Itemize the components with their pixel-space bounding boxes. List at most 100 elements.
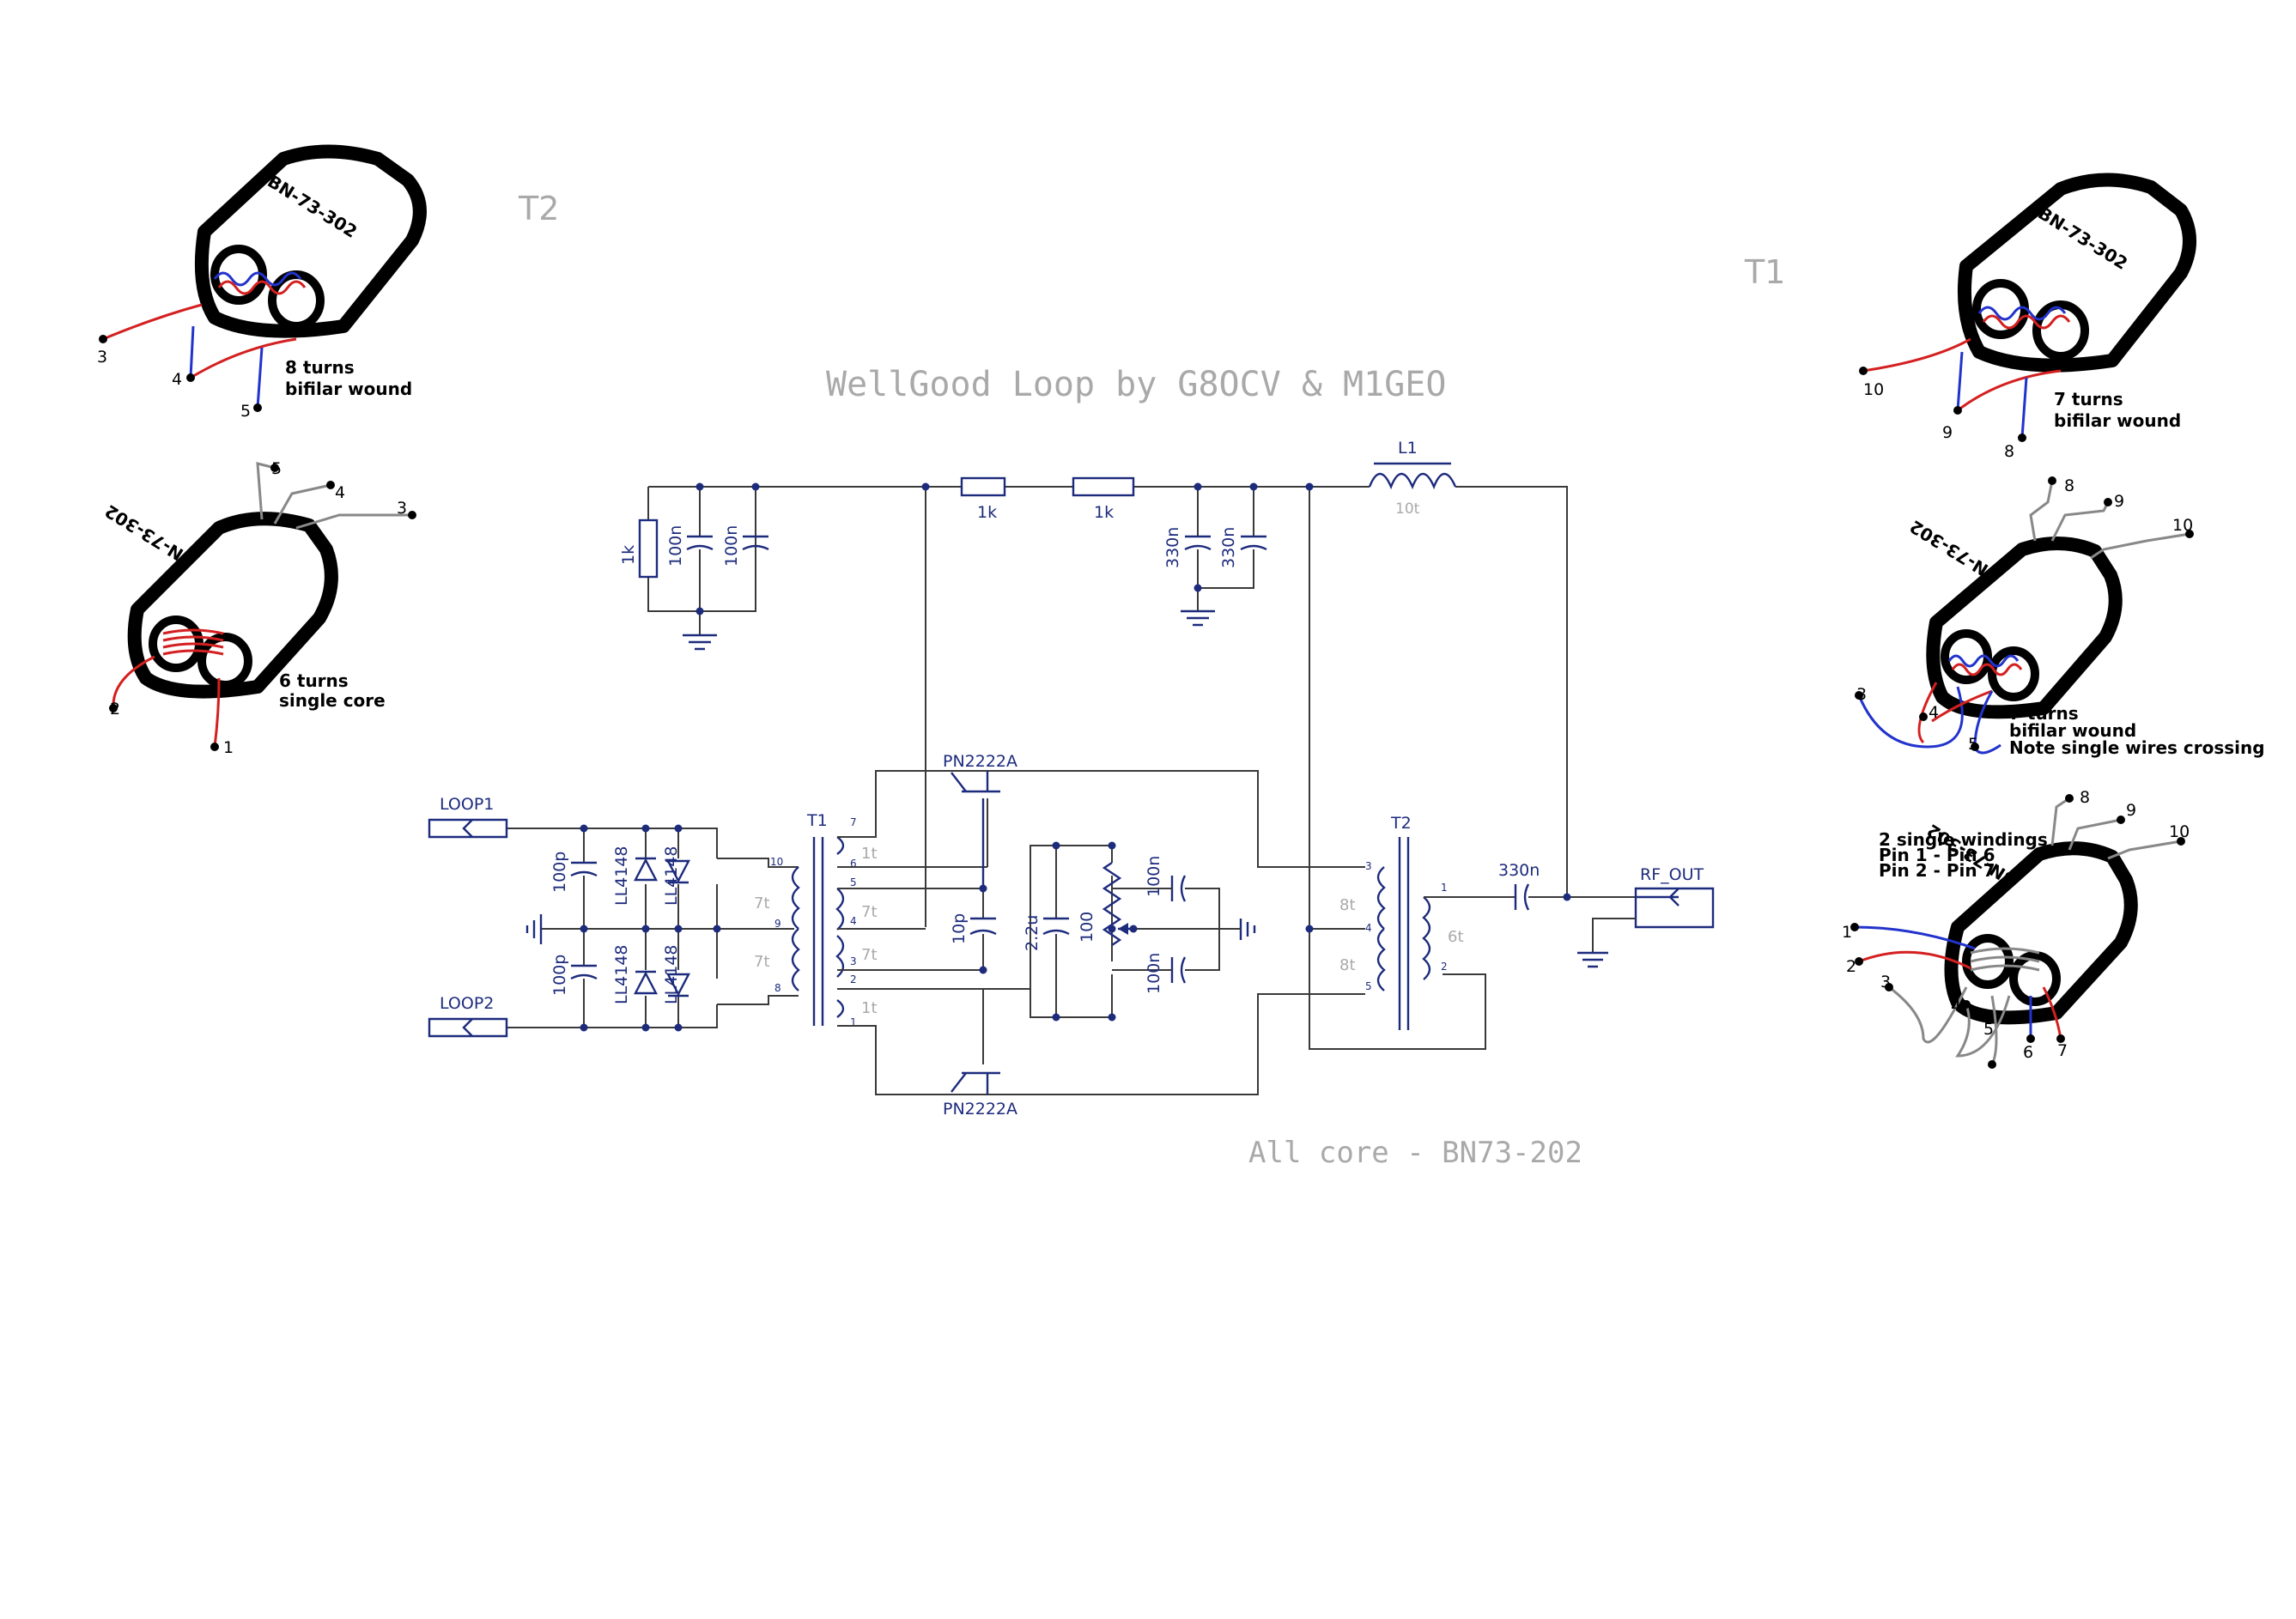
- winding-note: 7 turns: [2009, 703, 2079, 724]
- pin-label: 3: [97, 348, 107, 367]
- series-resistor-2-value: 1k: [1094, 503, 1114, 522]
- capacitor-100n-bottom: 100n: [1112, 929, 1220, 994]
- port-loop1-label: LOOP1: [440, 795, 494, 814]
- port-loop1: LOOP1: [428, 795, 508, 839]
- pin-label: 8: [2064, 476, 2074, 495]
- t2-turns: 8t: [1339, 896, 1356, 914]
- decoupling-capacitor-330n-a: 330n: [1163, 527, 1212, 568]
- t2-turns: 8t: [1339, 956, 1356, 974]
- pin-label: 3: [1880, 973, 1891, 991]
- port-loop2-label: LOOP2: [440, 994, 494, 1013]
- t1-turns: 1t: [861, 999, 878, 1017]
- pin-label: 10: [2169, 822, 2190, 841]
- winding-note: single core: [279, 690, 386, 711]
- pin-label: 9: [2126, 801, 2136, 820]
- t1-pin: 2: [850, 973, 857, 985]
- core-part-label: BN-73-302: [101, 500, 198, 572]
- decoupling-capacitor-330n-b: 330n: [1219, 527, 1267, 568]
- pin-label: 4: [1951, 997, 1961, 1016]
- transistor-q-bottom-label: PN2222A: [943, 1100, 1017, 1119]
- pin-label: 5: [240, 402, 251, 421]
- decoupling-capacitor-330n-b-value: 330n: [1219, 527, 1238, 568]
- t2-pin: 4: [1365, 922, 1372, 934]
- pin-label: 5: [271, 459, 282, 478]
- t1-turns: 1t: [861, 845, 878, 863]
- inductor-l1-name: L1: [1398, 439, 1418, 458]
- t1-pin: 7: [850, 816, 857, 828]
- pin-label: 10: [1863, 380, 1884, 399]
- t1-turns: 7t: [861, 903, 878, 921]
- t1-turns: 7t: [754, 953, 770, 971]
- winding-note: bifilar wound: [285, 379, 412, 399]
- pin-label: 8: [2080, 788, 2090, 807]
- diode-d2-label: LL4148: [662, 846, 681, 906]
- inductor-l1-turns: 10t: [1395, 500, 1420, 518]
- pin-label: 5: [1968, 735, 1978, 754]
- core-drawing-t1-top: 10 9 8 BN-73-302 7 turns bifilar wound: [1859, 173, 2196, 461]
- section-label-t2: T2: [518, 190, 559, 227]
- bias-resistor-value: 1k: [619, 545, 638, 565]
- core-drawing-t2-top: 3 4 5 BN-73-302 8 turns bifilar wound: [97, 144, 427, 421]
- ground-symbol: [1181, 609, 1215, 627]
- diode-d1: LL4148: [612, 846, 658, 906]
- capacitor-10p: 10p: [950, 913, 997, 944]
- section-label-t1: T1: [1744, 253, 1785, 291]
- winding-note: bifilar wound: [2009, 720, 2136, 741]
- input-wiring: [507, 824, 799, 1032]
- core-drawing-t2-bottom: 5 4 3 2 1 BN-73-302 6 turns single core: [101, 459, 416, 757]
- t1-pin: 9: [774, 918, 781, 930]
- transformer-t2: T2 8t 8t 6t 3 4 5 1 2: [1339, 814, 1636, 1030]
- winding-note: bifilar wound: [2054, 410, 2181, 431]
- diode-d4: LL4148: [662, 944, 690, 1004]
- input-capacitor-2: 100p: [550, 955, 598, 996]
- series-resistor-1: 1k: [960, 476, 1006, 522]
- diode-d1-label: LL4148: [612, 846, 631, 906]
- pin-label: 10: [2172, 516, 2193, 535]
- bias-capacitor-1-value: 100n: [666, 525, 685, 567]
- bias-resistor: 1k: [619, 518, 659, 579]
- transistor-q-top-label: PN2222A: [943, 752, 1017, 771]
- winding-note: 2 single windings: [1879, 829, 2048, 850]
- pin-label: 2: [1846, 957, 1856, 976]
- diode-d2: LL4148: [662, 846, 690, 906]
- capacitor-10p-value: 10p: [950, 913, 969, 944]
- port-loop2: LOOP2: [428, 994, 508, 1038]
- capacitor-100n-top: 100n: [1112, 856, 1220, 929]
- transformer-t1: T1 7t 7t 1t 7t 7t 1t 10 9 8 7 6 5 4 3 2 …: [754, 811, 878, 1028]
- potentiometer-100-value: 100: [1078, 912, 1096, 943]
- bias-capacitor-1: 100n: [666, 525, 714, 567]
- potentiometer-100: 100: [1078, 862, 1133, 946]
- t1-turns: 7t: [861, 946, 878, 964]
- pin-label: 4: [1929, 703, 1939, 722]
- pin-label: 2: [110, 700, 120, 719]
- t1-turns: 7t: [754, 894, 770, 913]
- diode-d3: LL4148: [612, 944, 658, 1004]
- series-resistor-2: 1k: [1072, 476, 1135, 522]
- core-drawing-t1-middle: 8 9 10 3 4 5 BN-73-302 7 turns bifilar w…: [1855, 476, 2265, 758]
- t1-pin: 6: [850, 858, 857, 870]
- transistor-q-bottom: PN2222A: [943, 1071, 1017, 1119]
- pin-label: 3: [1856, 685, 1867, 704]
- pin-label: 4: [172, 370, 182, 389]
- input-capacitor-1-value: 100p: [550, 852, 569, 893]
- transformer-t2-name: T2: [1390, 814, 1412, 833]
- winding-note: 8 turns: [285, 357, 355, 378]
- t1-pin: 10: [770, 856, 783, 868]
- pin-label: 9: [1942, 423, 1953, 442]
- pin-label: 4: [335, 483, 345, 502]
- winding-note: Note single wires crossing: [2009, 737, 2265, 758]
- pin-label: 1: [1842, 923, 1852, 942]
- capacitor-100n-bottom-value: 100n: [1145, 953, 1163, 994]
- t2-pin: 2: [1441, 961, 1448, 973]
- port-rf-out: RF_OUT: [1577, 865, 1715, 968]
- capacitor-100n-top-value: 100n: [1145, 856, 1163, 897]
- output-capacitor-value: 330n: [1498, 861, 1540, 880]
- capacitor-2u2-value: 2.2u: [1023, 915, 1042, 951]
- t2-pin: 3: [1365, 860, 1372, 872]
- ground-symbol: [1219, 919, 1256, 940]
- pin-label: 5: [1983, 1020, 1994, 1039]
- pin-label: 9: [2114, 492, 2124, 511]
- pin-label: 1: [223, 738, 234, 757]
- diode-d4-label: LL4148: [662, 944, 681, 1004]
